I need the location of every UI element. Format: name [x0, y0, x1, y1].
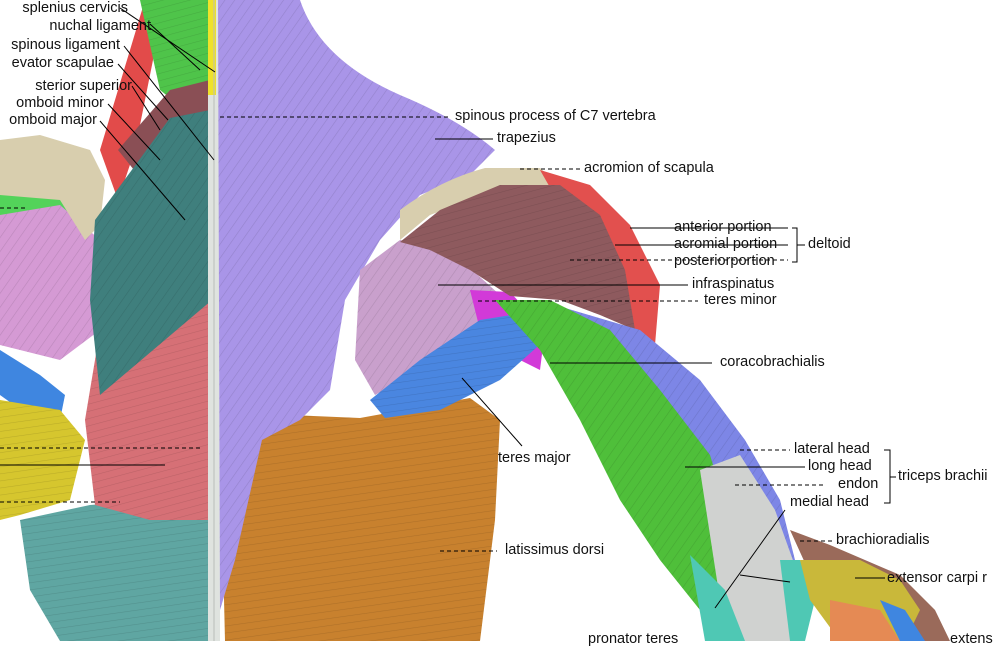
label-endon: endon	[838, 476, 879, 492]
forearm-orange	[830, 600, 900, 641]
label-acromial-portion: acromial portion	[674, 236, 778, 252]
label-extensor-bottom: extens	[950, 631, 993, 647]
label-latissimus-dorsi: latissimus dorsi	[505, 542, 605, 558]
forearm-blue	[880, 600, 925, 641]
spine-yellow	[208, 0, 216, 95]
latissimus-fibers	[220, 398, 500, 641]
left-pink-muscle-fibers	[0, 205, 100, 360]
label-splenius-cervicis: splenius cervicis	[22, 0, 128, 16]
label-coracobrachialis: coracobrachialis	[720, 354, 825, 370]
label-triceps-brachii: triceps brachii	[898, 468, 988, 484]
trapezius-fibers	[218, 0, 495, 610]
coracobrachialis-fibers	[495, 300, 730, 610]
left-blue-muscle	[0, 350, 65, 420]
label-medial-head: medial head	[790, 494, 869, 510]
leader-lines	[0, 7, 896, 609]
label-spinous-ligament: spinous ligament	[11, 37, 120, 53]
teres-major-fibers	[370, 312, 545, 418]
label-extensor-carpi: extensor carpi r	[887, 570, 987, 586]
label-brachioradialis: brachioradialis	[836, 532, 930, 548]
label-nuchal-ligament: nuchal ligament	[49, 18, 151, 34]
lower-teal-fibers	[20, 500, 212, 641]
deltoid-fibers	[400, 185, 635, 330]
label-deltoid: deltoid	[808, 236, 851, 252]
label-teres-minor: teres minor	[704, 292, 777, 308]
label-posterior-superior: sterior superior	[35, 78, 132, 94]
label-spinous-process-c7: spinous process of C7 vertebra	[455, 108, 656, 124]
label-acromion: acromion of scapula	[584, 160, 714, 176]
label-levator-scapulae: evator scapulae	[11, 55, 114, 71]
red-strip-muscle	[100, 0, 165, 200]
label-anterior-portion: anterior portion	[674, 219, 772, 235]
label-lateral-head: lateral head	[794, 441, 870, 457]
left-yellow-fibers	[0, 400, 85, 520]
label-teres-major: teres major	[498, 450, 571, 466]
label-rhomboid-major: omboid major	[9, 112, 97, 128]
splenius-fibers	[140, 0, 210, 110]
medial-head-muscle	[690, 555, 745, 641]
label-rhomboid-minor: omboid minor	[16, 95, 104, 111]
label-posterior-portion: posteriorportion	[674, 253, 775, 269]
infraspinatus-fibers	[355, 240, 500, 395]
label-infraspinatus: infraspinatus	[692, 276, 775, 292]
rhomboid-major-fibers	[90, 110, 212, 395]
label-long-head: long head	[808, 458, 872, 474]
label-trapezius: trapezius	[497, 130, 556, 146]
label-pronator-teres: pronator teres	[588, 631, 679, 647]
left-bone	[0, 135, 105, 240]
